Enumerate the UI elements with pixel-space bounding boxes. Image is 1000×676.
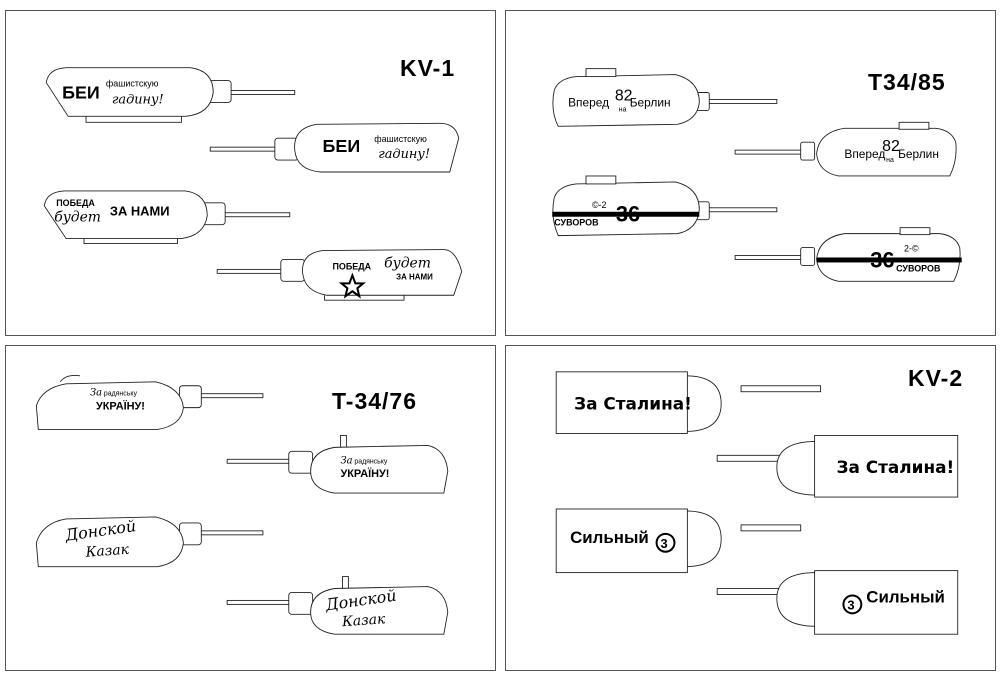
decal-small-top: фашистскую <box>106 79 159 89</box>
decal-big-text: БЕИ <box>62 82 100 102</box>
decal-number: 82 <box>615 87 633 104</box>
t3485-turret-4: 36 2-© СУВОРОВ <box>734 227 962 282</box>
decal-small-top: ©-2 <box>592 200 607 210</box>
decal-line1: За <box>90 388 102 399</box>
t3485-turret-2: Вперед 82 на Берлин <box>734 121 957 177</box>
decal-line1: ПОБЕДА <box>332 261 371 271</box>
decal-number: 36 <box>616 202 640 227</box>
decal-text-right: Берлин <box>630 95 671 109</box>
kv2-turret-drawings: За Сталина! За Сталина! Сильный 3 3 Силь… <box>555 371 959 635</box>
decal-small-bottom: гадину! <box>378 147 430 162</box>
kv1-turret-3: ПОБЕДА будет ЗА НАМИ <box>43 190 291 245</box>
decal-number: 36 <box>870 247 894 272</box>
decal-text-left: Вперед <box>568 95 609 109</box>
t3476-turret-4: Донской Казак <box>226 576 449 635</box>
panel-title: T34/85 <box>868 69 946 95</box>
panel-t3485: T34/85 Вперед 82 на Берлин Вперед 82 на … <box>505 10 996 336</box>
panel-kv1: KV-1 БЕИ фашистскую гадину! БЕИ фашистск… <box>5 10 496 336</box>
decal-text-right: Берлин <box>898 147 939 161</box>
decal-number: 82 <box>882 138 900 155</box>
decal-emblem: 3 <box>847 597 854 612</box>
kv2-turret-2: За Сталина! <box>716 435 959 498</box>
kv2-turret-3: Сильный 3 <box>555 508 802 574</box>
decal-line2: будет <box>54 210 101 226</box>
kv1-turret-drawings: БЕИ фашистскую гадину! БЕИ фашистскую га… <box>43 67 463 301</box>
black-stripe <box>552 211 700 217</box>
kv2-turret-4: 3 Сильный <box>716 570 959 635</box>
decal-line2: УКРАЇНУ! <box>340 467 389 480</box>
t3485-turret-drawings: Вперед 82 на Берлин Вперед 82 на Берлин … <box>552 68 962 282</box>
decal-line2: Казак <box>84 542 130 561</box>
decal-big-text: БЕИ <box>323 136 361 156</box>
decal-small: на <box>886 157 894 164</box>
decal-text-left: Вперед <box>844 147 885 161</box>
decal-text: За Сталина! <box>836 457 954 477</box>
black-stripe <box>816 257 962 263</box>
decal-text: За Сталина! <box>574 394 692 414</box>
decal-small-bottom: гадину! <box>112 92 164 107</box>
guards-emblem-icon <box>655 532 676 553</box>
decal-line1b: радянську <box>104 391 138 398</box>
t3476-turret-2: За радянську УКРАЇНУ! <box>226 435 449 494</box>
decal-line3: ЗА НАМИ <box>110 204 170 219</box>
kv2-turret-1: За Сталина! <box>555 371 822 434</box>
decal-emblem: 3 <box>661 536 668 551</box>
decal-line1: ПОБЕДА <box>56 198 95 208</box>
t3476-turret-drawings: За радянську УКРАЇНУ! За радянську УКРАЇ… <box>35 374 449 635</box>
decal-line2: будет <box>384 255 431 271</box>
t3485-turret-1: Вперед 82 на Берлин <box>552 68 778 127</box>
decal-name: СУВОРОВ <box>554 218 599 228</box>
decal-line2: Казак <box>341 611 387 630</box>
t3476-turret-1: За радянську УКРАЇНУ! <box>35 374 264 430</box>
decal-line1b: радянську <box>354 458 388 465</box>
panel-title: KV-2 <box>908 365 964 391</box>
t3476-turret-3: Донской Казак <box>35 516 264 568</box>
decal-line2: УКРАЇНУ! <box>96 400 145 413</box>
panel-title: KV-1 <box>400 55 456 81</box>
kv1-turret-2: БЕИ фашистскую гадину! <box>209 122 460 173</box>
decal-text: Сильный <box>866 587 945 606</box>
turret-body <box>45 67 214 117</box>
red-star-icon <box>338 272 367 299</box>
decal-text: Сильный <box>570 528 649 547</box>
kv1-turret-4: ПОБЕДА будет ЗА НАМИ <box>216 249 463 301</box>
decal-small-top: фашистскую <box>374 134 427 144</box>
decal-line3: ЗА НАМИ <box>396 272 433 281</box>
decal-small: на <box>619 106 627 113</box>
panel-kv2: KV-2 За Сталина! За Сталина! Сильный 3 <box>505 345 996 671</box>
decal-name: СУВОРОВ <box>896 263 941 273</box>
gun-barrel <box>224 90 296 95</box>
kv1-turret-1: БЕИ фашистскую гадину! <box>45 67 296 123</box>
panel-t3476: T-34/76 За радянську УКРАЇНУ! За радянсь… <box>5 345 496 671</box>
decal-small-top: 2-© <box>904 244 919 254</box>
guards-emblem-icon <box>842 594 863 615</box>
decal-line1: За <box>340 455 352 466</box>
t3485-turret-3: ©-2 36 СУВОРОВ <box>552 175 778 237</box>
panel-title: T-34/76 <box>332 388 417 414</box>
